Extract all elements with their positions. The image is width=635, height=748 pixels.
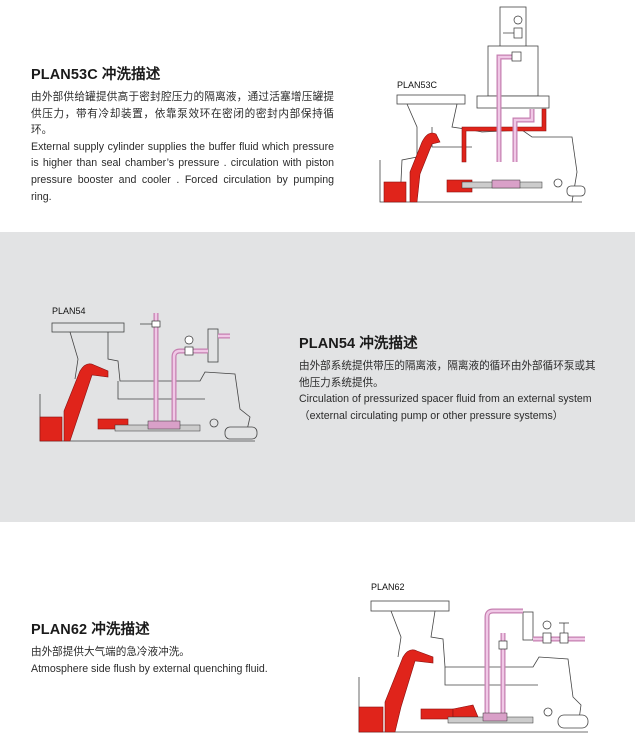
plan62-section: PLAN62 冲洗描述 由外部提供大气端的急冷液冲洗。 Atmosphere s… (0, 522, 635, 748)
plan54-gauge-icon (140, 320, 194, 356)
plan62-diagram-label: PLAN62 (371, 582, 405, 592)
plan54-fluid (39, 363, 129, 442)
plan53c-title: PLAN53C 冲洗描述 (31, 67, 161, 83)
plan54-title: PLAN54 冲洗描述 (299, 336, 418, 352)
plan62-zh-description: 由外部提供大气端的急冷液冲洗。 (31, 646, 190, 658)
plan62-pipes (484, 608, 585, 717)
plan62-fluid (358, 649, 479, 733)
plan53c-text: PLAN53C 冲洗描述 由外部供给罐提供高于密封腔压力的隔离液，通过活塞增压罐… (31, 63, 334, 205)
plan54-text: PLAN54 冲洗描述 由外部系统提供带压的隔离液，隔离液的循环由外部循环泵或其… (299, 332, 605, 424)
plan53c-fluid (383, 108, 547, 203)
plan53c-en-description: External supply cylinder supplies the bu… (31, 140, 334, 203)
plan53c-diagram: PLAN53C (379, 6, 586, 203)
plan54-pipes (153, 313, 230, 424)
plan62-en-description: Atmosphere side flush by external quench… (31, 662, 268, 675)
plan53c-zh-description: 由外部供给罐提供高于密封腔压力的隔离液，通过活塞增压罐提供压力，带有冷却装置，依… (31, 91, 334, 137)
plan62-title: PLAN62 冲洗描述 (31, 622, 150, 638)
plan54-section: PLAN54 (0, 232, 635, 522)
plan62-diagram: PLAN62 (358, 582, 589, 733)
plan53c-diagram-label: PLAN53C (397, 80, 438, 90)
plan54-diagram-label: PLAN54 (52, 306, 86, 316)
plan54-diagram: PLAN54 (39, 306, 258, 442)
plan62-text: PLAN62 冲洗描述 由外部提供大气端的急冷液冲洗。 Atmosphere s… (31, 618, 331, 677)
plan54-zh-description: 由外部系统提供带压的隔离液，隔离液的循环由外部循环泵或其他压力系统提供。 (299, 360, 596, 389)
plan53c-gauge-icon (503, 15, 523, 62)
plan54-en-description: Circulation of pressurized spacer fluid … (299, 393, 592, 422)
plan53c-section: PLAN53C 冲洗描述 由外部供给罐提供高于密封腔压力的隔离液，通过活塞增压罐… (0, 0, 635, 232)
plan62-gauge-icon (498, 620, 569, 650)
